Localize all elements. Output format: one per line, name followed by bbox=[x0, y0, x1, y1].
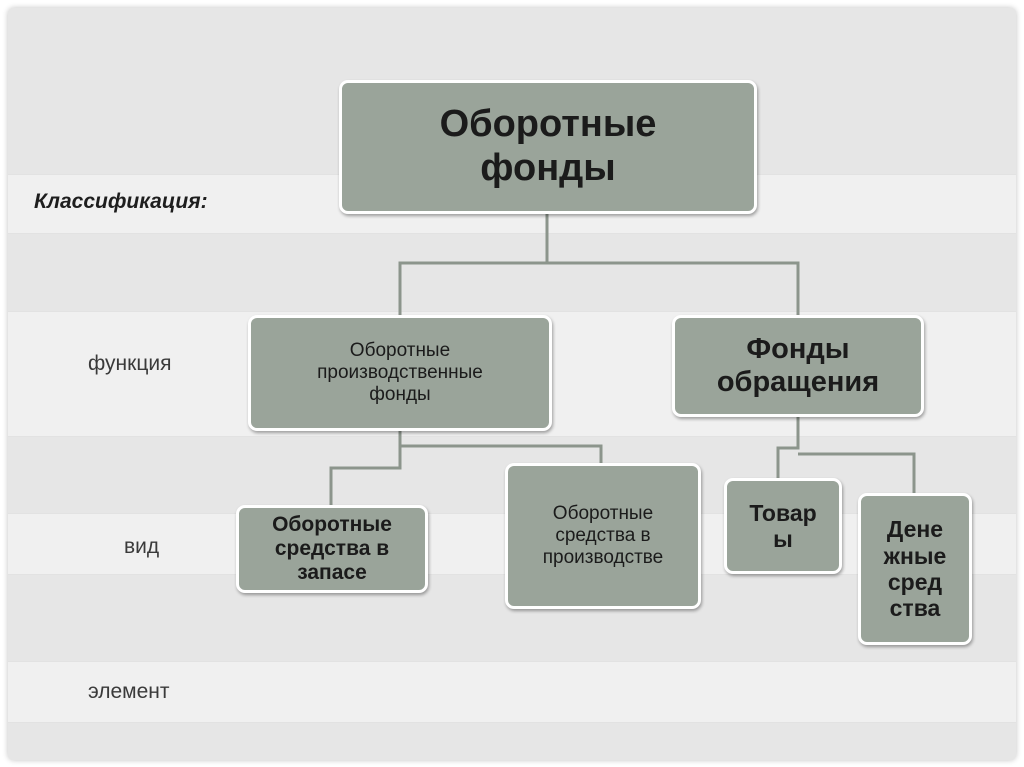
classification-label: Классификация: bbox=[34, 190, 208, 213]
node-root-label: Оборотные фонды bbox=[439, 103, 657, 189]
node-circulation-funds-label: Фонды обращения bbox=[716, 332, 880, 398]
node-production-funds-label: Оборотные производственные фонды bbox=[317, 340, 483, 405]
node-circulation-funds: Фонды обращения bbox=[672, 315, 924, 417]
node-production-assets: Оборотные средства в производстве bbox=[505, 463, 701, 609]
node-stock-assets-label: Оборотные средства в запасе bbox=[272, 512, 392, 585]
node-goods-label: Товар ы bbox=[749, 499, 817, 552]
band-element bbox=[8, 661, 1016, 723]
row-label-element: элемент bbox=[88, 680, 170, 703]
slide: Классификация: функция вид элемент Оборо… bbox=[8, 8, 1016, 760]
node-cash-label: Дене жные сред ства bbox=[883, 516, 947, 622]
connector-lines bbox=[329, 213, 916, 508]
node-production-funds: Оборотные производственные фонды bbox=[248, 315, 552, 431]
row-label-function: функция bbox=[88, 352, 172, 375]
node-goods: Товар ы bbox=[724, 478, 842, 574]
node-root: Оборотные фонды bbox=[339, 80, 757, 214]
node-cash: Дене жные сред ства bbox=[858, 493, 972, 645]
node-production-assets-label: Оборотные средства в производстве bbox=[542, 503, 664, 568]
node-stock-assets: Оборотные средства в запасе bbox=[236, 505, 428, 593]
row-label-type: вид bbox=[124, 535, 160, 558]
